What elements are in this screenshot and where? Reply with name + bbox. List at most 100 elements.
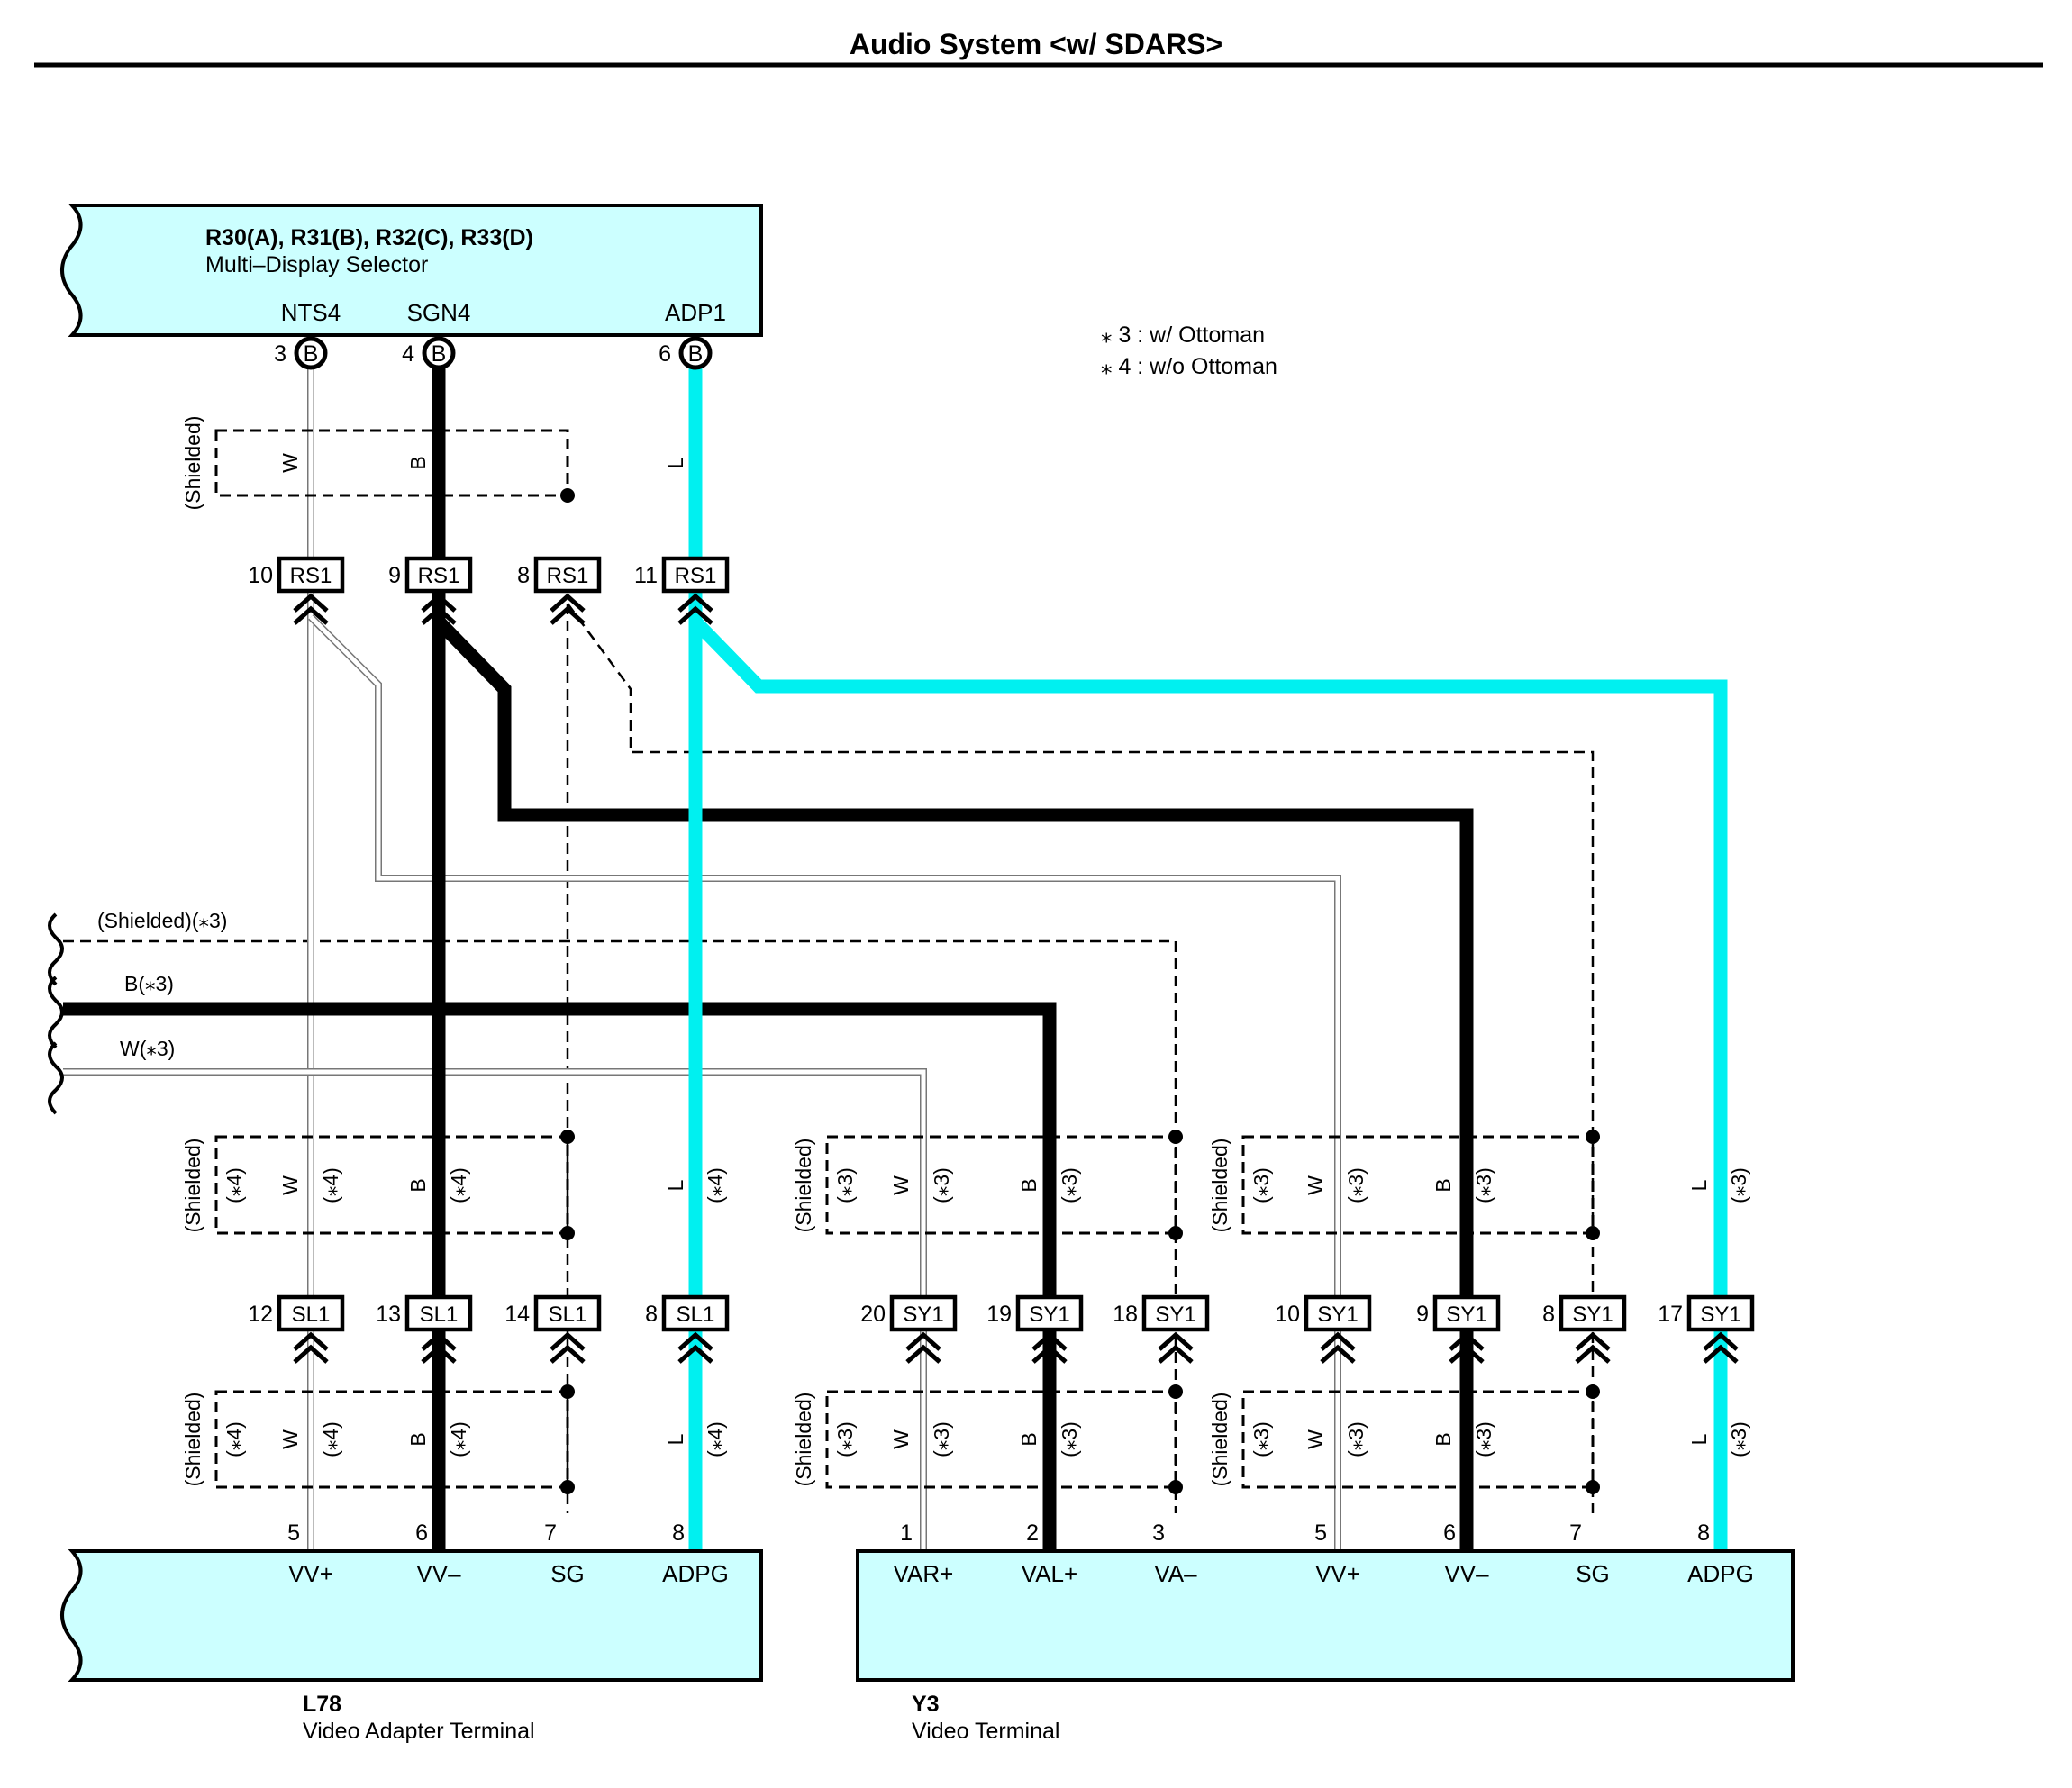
terminal-name: ADPG: [662, 1560, 729, 1587]
variant-tag: (⁎4): [223, 1167, 246, 1203]
variant-tag: (⁎4): [704, 1421, 727, 1457]
wire-color-label: B: [1431, 1178, 1455, 1192]
terminal-pin: 8: [672, 1520, 685, 1546]
sl1-connectors: SL1 12 SL1 13 SL1 14 SL1 8: [248, 1294, 730, 1364]
connector-label: SY1: [1572, 1302, 1613, 1327]
variant-tag: (⁎3): [1250, 1167, 1273, 1203]
connector-label: SY1: [1029, 1302, 1069, 1327]
shield-label: (Shielded): [792, 1139, 815, 1233]
connector-pin: 19: [986, 1302, 1012, 1327]
connector-label: SY1: [1317, 1302, 1358, 1327]
connector-label: SL1: [677, 1302, 715, 1327]
variant-tag: (⁎3): [1344, 1167, 1368, 1203]
video-adapter-terminal: VV+ VV– SG ADPG 5 6 7 8 L78 Video Adapte…: [60, 1520, 763, 1744]
terminal-pin: 2: [1026, 1520, 1039, 1546]
shield-label: (Shielded): [181, 416, 204, 511]
connector-label: SL1: [549, 1302, 587, 1327]
connector-pin: 10: [248, 563, 273, 588]
connector-label: SL1: [420, 1302, 459, 1327]
wire-color-label: L: [664, 1179, 687, 1191]
variant-tag: (⁎4): [447, 1421, 470, 1457]
variant-tag: (⁎4): [223, 1421, 246, 1457]
variant-tag: (⁎3): [1058, 1167, 1081, 1203]
terminal-name: VA–: [1154, 1560, 1197, 1587]
connector-label: SL1: [292, 1302, 331, 1327]
wire-color-label: B: [1017, 1178, 1041, 1192]
terminal-pin: 3: [1152, 1520, 1165, 1546]
sy1-connectors: SY1 20 SY1 19 SY1 18 SY1 10 SY1 9 SY1 8 …: [860, 1294, 1755, 1364]
lower-shields: (Shielded) (⁎4) W (⁎4) B (⁎4) L (⁎4) (Sh…: [181, 1384, 1750, 1494]
variant-tag: (⁎3): [1472, 1167, 1495, 1203]
video-terminal: VAR+ VAL+ VA– VV+ VV– SG ADPG 1 2 3 5 6 …: [856, 1520, 1795, 1744]
wire-color-label: L: [664, 1433, 687, 1445]
shield-label: (Shielded): [792, 1393, 815, 1487]
connector-label: SY1: [1155, 1302, 1195, 1327]
terminal-pin: 1: [900, 1520, 913, 1546]
connector-label: RS1: [547, 564, 589, 588]
connector-pin: 20: [860, 1302, 886, 1327]
middle-shields: (Shielded) (⁎4) W (⁎4) B (⁎4) L (⁎4) (Sh…: [181, 1130, 1750, 1240]
component-name: Video Adapter Terminal: [303, 1719, 535, 1744]
connector-label: SY1: [903, 1302, 943, 1327]
left-white-label: W(⁎3): [120, 1037, 175, 1060]
terminal-name: SG: [550, 1560, 585, 1587]
upper-shield: (Shielded) W B L: [181, 416, 687, 511]
pin-letter: B: [304, 341, 319, 367]
terminal-nts4: NTS4: [281, 299, 341, 326]
terminal-name: VV+: [1315, 1560, 1360, 1587]
top-pins: B 3 B 4 B 6: [274, 336, 713, 370]
connector-label: SY1: [1446, 1302, 1486, 1327]
variant-tag: (⁎3): [1727, 1421, 1750, 1457]
terminal-pin: 7: [1569, 1520, 1582, 1546]
connector-label: SY1: [1700, 1302, 1740, 1327]
wire-color-label: W: [1304, 1175, 1327, 1195]
page-title: Audio System <w/ SDARS>: [850, 28, 1222, 60]
terminal-pin: 5: [1314, 1520, 1327, 1546]
pin-letter: B: [432, 341, 447, 367]
variant-tag: (⁎3): [930, 1421, 953, 1457]
variant-tag: (⁎4): [447, 1167, 470, 1203]
terminal-name: VAL+: [1022, 1560, 1077, 1587]
variant-tag: (⁎3): [930, 1167, 953, 1203]
connector-pin: 18: [1113, 1302, 1138, 1327]
black-wire-sy1-9: [433, 616, 1474, 1549]
wire-color-label: L: [664, 457, 687, 468]
black-wire-sy1-19: [63, 1002, 1057, 1549]
variant-tag: (⁎3): [833, 1421, 857, 1457]
terminal-name: ADPG: [1687, 1560, 1754, 1587]
terminal-name: VV–: [1444, 1560, 1489, 1587]
wire-color-label: W: [278, 453, 302, 473]
component-name: Multi–Display Selector: [205, 252, 428, 277]
pin-letter: B: [688, 341, 704, 367]
variant-tag: (⁎4): [319, 1167, 342, 1203]
connector-label: RS1: [418, 564, 460, 588]
connector-pin: 9: [1416, 1302, 1429, 1327]
connector-pin: 13: [376, 1302, 401, 1327]
connector-pin: 11: [634, 563, 658, 588]
connector-pin: 8: [1542, 1302, 1555, 1327]
note-wo-ottoman: ⁎ 4 : w/o Ottoman: [1101, 354, 1277, 379]
terminal-sgn4: SGN4: [407, 299, 471, 326]
white-wire-sy1-20: [63, 1068, 927, 1549]
variant-tag: (⁎3): [1058, 1421, 1081, 1457]
note-w-ottoman: ⁎ 3 : w/ Ottoman: [1101, 322, 1265, 348]
wire-color-label: B: [406, 1432, 430, 1446]
drain-wire-sy1-8: [566, 603, 1595, 1513]
connector-pin: 17: [1658, 1302, 1683, 1327]
shield-label: (Shielded): [1208, 1393, 1231, 1487]
blue-wire-sy1-17: [690, 616, 1728, 1549]
pin-number: 4: [402, 341, 414, 367]
variant-tag: (⁎3): [833, 1167, 857, 1203]
left-shielded-label: (Shielded)(⁎3): [97, 909, 227, 932]
connector-pin: 14: [504, 1302, 530, 1327]
wire-color-label: W: [1304, 1429, 1327, 1449]
wire-color-label: W: [278, 1429, 302, 1449]
wires: [63, 360, 1728, 1549]
terminal-name: VV+: [288, 1560, 333, 1587]
terminal-pin: 8: [1697, 1520, 1710, 1546]
shield-label: (Shielded): [1208, 1139, 1231, 1233]
component-code: Y3: [912, 1692, 940, 1717]
variant-tag: (⁎3): [1472, 1421, 1495, 1457]
wire-color-label: L: [1687, 1179, 1711, 1191]
variant-tag: (⁎3): [1250, 1421, 1273, 1457]
